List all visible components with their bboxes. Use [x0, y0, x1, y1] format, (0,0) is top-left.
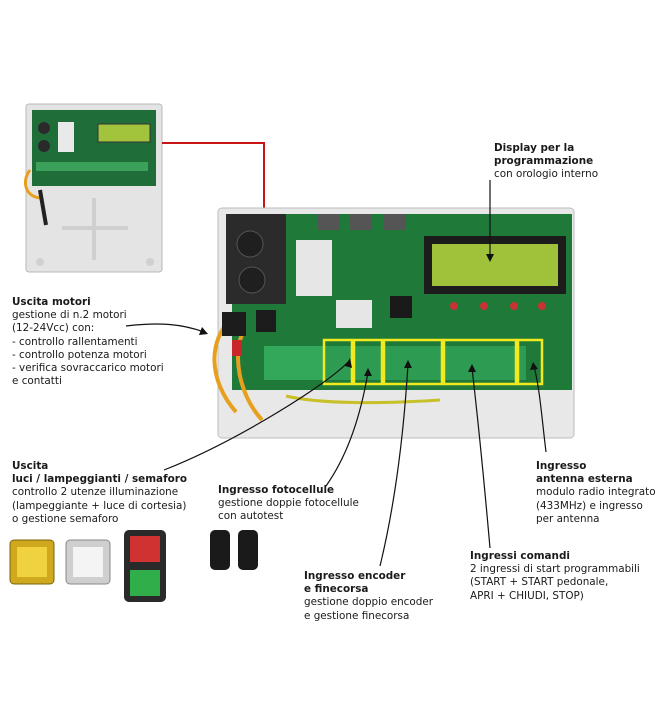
label-display-title: Display per la programmazione — [494, 142, 594, 168]
control-board-enlarged — [212, 207, 575, 439]
courtesy-lamp-white — [65, 539, 111, 585]
traffic-light — [124, 530, 166, 602]
pointer-encoder — [379, 363, 409, 567]
photocells — [210, 530, 258, 570]
label-encoder-desc: gestione doppio encoder e gestione finec… — [304, 596, 434, 622]
label-display: Display per la programmazione con orolog… — [494, 142, 598, 182]
label-encoder-title: Ingresso encoder e finecorsa — [304, 570, 406, 596]
label-fotocellule: Ingresso fotocellule gestione doppie fot… — [218, 484, 359, 524]
label-motori: Uscita motori gestione di n.2 motori (12… — [12, 296, 164, 388]
label-motori-title: Uscita motori — [12, 296, 91, 308]
label-comandi: Ingressi comandi 2 ingressi di start pro… — [470, 550, 640, 603]
flashing-lamp-yellow — [9, 539, 55, 585]
pointer-motori — [125, 323, 205, 333]
label-antenna: Ingresso antenna esterna modulo radio in… — [536, 460, 656, 526]
zoom-callout-line — [162, 142, 265, 213]
highlight-encoder-a — [352, 338, 384, 386]
label-antenna-title: Ingresso antenna esterna — [536, 460, 633, 486]
label-luci-desc: controllo 2 utenze illuminazione (lampeg… — [12, 486, 187, 525]
label-antenna-desc: modulo radio integrato (433MHz) e ingres… — [536, 486, 656, 525]
label-luci-title: Uscita luci / lampeggianti / semaforo — [12, 460, 187, 486]
highlight-comandi — [442, 338, 518, 386]
label-comandi-title: Ingressi comandi — [470, 550, 570, 562]
highlight-fotocellule — [322, 338, 354, 386]
label-luci: Uscita luci / lampeggianti / semaforo co… — [12, 460, 187, 526]
label-display-desc: con orologio interno — [494, 168, 599, 181]
label-comandi-desc: 2 ingressi di start programmabili (START… — [470, 563, 640, 602]
pointer-antenna — [533, 365, 547, 453]
label-motori-desc: gestione di n.2 motori (12-24Vcc) con: -… — [12, 309, 164, 388]
pointer-comandi — [471, 367, 491, 549]
highlight-antenna — [516, 338, 544, 386]
pointer-fotocellule — [325, 371, 369, 487]
label-encoder: Ingresso encoder e finecorsa gestione do… — [304, 570, 433, 623]
highlight-encoder-b — [382, 338, 444, 386]
pointer-luci — [163, 361, 349, 471]
lcd-display — [432, 244, 558, 286]
enclosure-thumbnail — [23, 103, 163, 273]
label-fotocellule-title: Ingresso fotocellule — [218, 484, 335, 496]
label-fotocellule-desc: gestione doppie fotocellule con autotest — [218, 497, 359, 523]
